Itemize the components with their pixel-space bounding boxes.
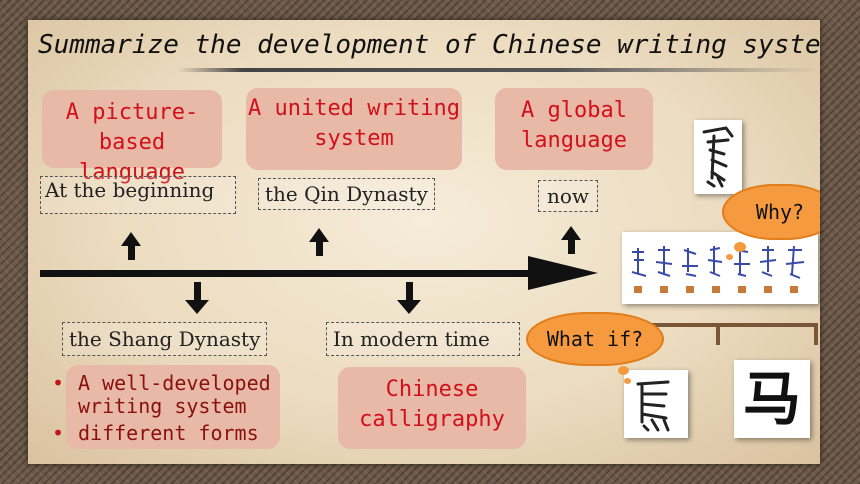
box-calligraphy-text: Chinese calligraphy	[359, 377, 505, 432]
box-global-language: A global language	[495, 88, 653, 170]
timeline-arrowhead-icon	[528, 256, 598, 290]
up-arrow-qin-icon	[306, 228, 332, 256]
bullet-1-text: A well-developed writing system	[78, 371, 271, 418]
bullet-2-text: different forms	[78, 421, 259, 445]
timeline-bar	[40, 270, 560, 277]
label-in-modern-time: In modern time	[326, 322, 520, 356]
what-if-thought-cloud: What if?	[526, 312, 664, 366]
why-cloud-dot	[734, 242, 746, 252]
box-picture-text: A picture-based language	[65, 100, 199, 185]
modern-horse-text: 马	[742, 365, 801, 433]
down-arrow-shang-icon	[184, 282, 210, 314]
what-if-cloud-dot	[618, 366, 629, 375]
warring-states-characters-image	[622, 232, 818, 304]
up-arrow-now-icon	[558, 226, 584, 254]
modern-horse-character: 马	[734, 360, 810, 438]
up-arrow-beginning-icon	[118, 232, 144, 260]
oracle-bone-horse-image	[694, 120, 742, 194]
box-united-writing-system: A united writing system	[246, 88, 462, 170]
box-united-text: A united writing system	[248, 96, 460, 151]
box-global-text: A global language	[521, 98, 627, 153]
oracle-horse-glyph-icon	[702, 126, 734, 188]
what-if-cloud-dot-small	[624, 378, 631, 384]
slide-title: Summarize the development of Chinese wri…	[38, 30, 820, 60]
bullet-well-developed: A well-developed writing system	[48, 372, 308, 418]
states-horse-glyphs-icon	[631, 245, 805, 293]
label-now: now	[538, 180, 599, 212]
what-if-cloud-text: What if?	[546, 327, 644, 351]
connector-bracket	[640, 323, 818, 345]
why-cloud-dot-small	[726, 254, 733, 260]
label-qin-dynasty: the Qin Dynasty	[258, 178, 435, 210]
seal-script-horse-image	[624, 370, 688, 438]
bullet-list: A well-developed writing system differen…	[48, 372, 308, 446]
label-at-the-beginning: At the beginning	[40, 176, 236, 214]
slide: Summarize the development of Chinese wri…	[28, 20, 820, 464]
label-shang-dynasty: the Shang Dynasty	[62, 322, 268, 356]
box-picture-based-language: A picture-based language	[42, 90, 222, 185]
bullet-different-forms: different forms	[48, 421, 308, 446]
connector-bracket-mid	[716, 323, 720, 345]
down-arrow-modern-icon	[396, 282, 422, 314]
box-chinese-calligraphy: Chinese calligraphy	[338, 367, 526, 449]
why-cloud-text: Why?	[755, 200, 805, 224]
why-thought-cloud: Why?	[722, 184, 820, 240]
seal-horse-glyph-icon	[636, 380, 670, 432]
title-brush-stroke	[178, 68, 818, 72]
